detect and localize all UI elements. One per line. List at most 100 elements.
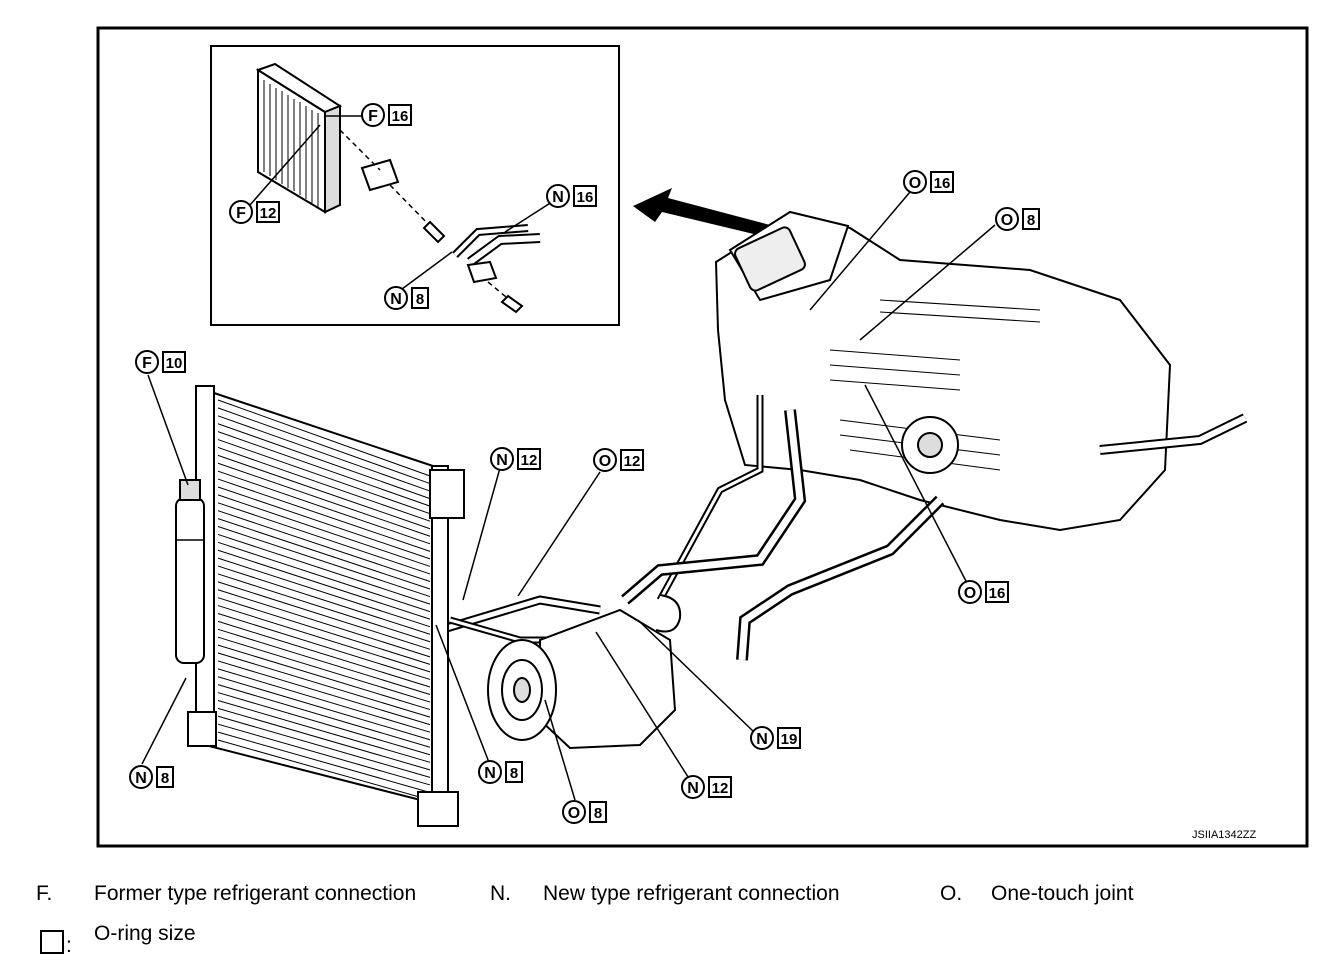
o-ring-size-box bbox=[505, 761, 523, 783]
condenser-fin bbox=[217, 565, 431, 635]
condenser-fin bbox=[217, 605, 431, 673]
condenser-fin bbox=[217, 557, 431, 628]
legend-o-key: O. bbox=[940, 882, 963, 905]
callout-letter: O bbox=[568, 805, 580, 822]
callout-f: F 16 bbox=[361, 103, 412, 127]
callout-letter: N bbox=[756, 731, 768, 748]
condenser-fin bbox=[217, 446, 431, 522]
condenser-fin bbox=[217, 581, 431, 650]
callout-circle bbox=[129, 765, 153, 789]
callout-letter: O bbox=[909, 175, 921, 192]
o-ring-size-value: 16 bbox=[989, 585, 1006, 602]
condenser-fin bbox=[217, 573, 431, 643]
callout-letter: N bbox=[390, 291, 402, 308]
legend-n-key: N. bbox=[490, 882, 511, 905]
callout-n: N 12 bbox=[490, 447, 541, 471]
legend-box-suffix: : bbox=[66, 934, 72, 957]
condenser-fin bbox=[217, 533, 431, 605]
callout-circle bbox=[750, 726, 774, 750]
condenser-fin bbox=[217, 620, 431, 688]
callout-circle bbox=[562, 800, 586, 824]
o-ring-size-box bbox=[411, 287, 429, 309]
o-ring-size-value: 12 bbox=[521, 452, 538, 469]
callout-circle bbox=[478, 760, 502, 784]
o-ring-size-box bbox=[985, 581, 1009, 603]
callout-circle bbox=[593, 448, 617, 472]
compressor bbox=[487, 594, 682, 750]
condenser-fin bbox=[217, 636, 431, 703]
o-ring-size-box bbox=[1022, 208, 1040, 230]
o-ring-size-value: 19 bbox=[781, 731, 798, 748]
condenser-fin bbox=[217, 494, 431, 567]
o-ring-size-box bbox=[162, 351, 186, 373]
hvac-unit bbox=[714, 210, 1248, 532]
callout-letter: O bbox=[964, 585, 976, 602]
liquid-tank bbox=[175, 479, 205, 664]
condenser-fin bbox=[217, 707, 431, 771]
callout-circle bbox=[681, 775, 705, 799]
callout-o: O 16 bbox=[903, 170, 954, 194]
condenser-fin bbox=[217, 462, 431, 537]
o-ring-size-box bbox=[573, 185, 597, 207]
o-ring-size-box bbox=[620, 449, 644, 471]
direction-arrow bbox=[633, 188, 770, 236]
o-ring-size-box bbox=[517, 448, 541, 470]
callout-letter: F bbox=[368, 108, 378, 125]
o-ring-size-box bbox=[156, 766, 174, 788]
condenser-fin bbox=[217, 549, 431, 620]
callout-n: N 19 bbox=[750, 726, 801, 750]
inset-filter-part bbox=[255, 62, 343, 214]
legend-f-key: F. bbox=[36, 882, 53, 905]
callout-circle bbox=[135, 350, 159, 374]
callout-circle bbox=[384, 286, 408, 310]
callout-letter: F bbox=[142, 355, 152, 372]
condenser-fin bbox=[217, 652, 431, 718]
callout-letter: N bbox=[552, 189, 564, 206]
condenser-fin bbox=[217, 415, 431, 492]
o-ring-size-value: 8 bbox=[161, 770, 169, 787]
callout-circle bbox=[490, 447, 514, 471]
condenser-fin bbox=[217, 676, 431, 741]
condenser-fin bbox=[217, 454, 431, 530]
o-ring-size-value: 16 bbox=[934, 175, 951, 192]
callout-letter: O bbox=[1001, 212, 1013, 229]
condenser-fin bbox=[217, 470, 431, 545]
condenser-fin bbox=[217, 439, 431, 515]
o-ring-size-value: 12 bbox=[624, 453, 641, 470]
callout-circle bbox=[903, 170, 927, 194]
condenser-fin bbox=[217, 628, 431, 695]
condenser-fin bbox=[217, 597, 431, 665]
o-ring-size-box-icon bbox=[40, 930, 64, 954]
condenser-fin bbox=[217, 739, 431, 801]
callout-circle bbox=[546, 184, 570, 208]
leader-lines bbox=[141, 115, 996, 801]
condenser-fin bbox=[217, 541, 431, 613]
condenser-fin bbox=[217, 668, 431, 733]
legend-o-text: One-touch joint bbox=[991, 882, 1134, 905]
condenser-fin bbox=[217, 502, 431, 575]
legend-box-text: O-ring size bbox=[94, 922, 196, 945]
callout-letter: N bbox=[687, 780, 699, 797]
callout-circle bbox=[958, 580, 982, 604]
o-ring-size-value: 8 bbox=[1027, 212, 1035, 229]
o-ring-size-box bbox=[708, 776, 732, 798]
condenser-fin bbox=[217, 486, 431, 560]
callout-circle bbox=[229, 200, 253, 224]
o-ring-size-value: 16 bbox=[392, 108, 409, 125]
condenser-fin bbox=[217, 699, 431, 763]
condenser-fin bbox=[217, 478, 431, 552]
condenser-fin bbox=[217, 613, 431, 680]
o-ring-size-value: 8 bbox=[510, 765, 518, 782]
callout-letter: N bbox=[496, 452, 508, 469]
condenser-fin bbox=[217, 731, 431, 793]
o-ring-size-box bbox=[388, 104, 412, 126]
